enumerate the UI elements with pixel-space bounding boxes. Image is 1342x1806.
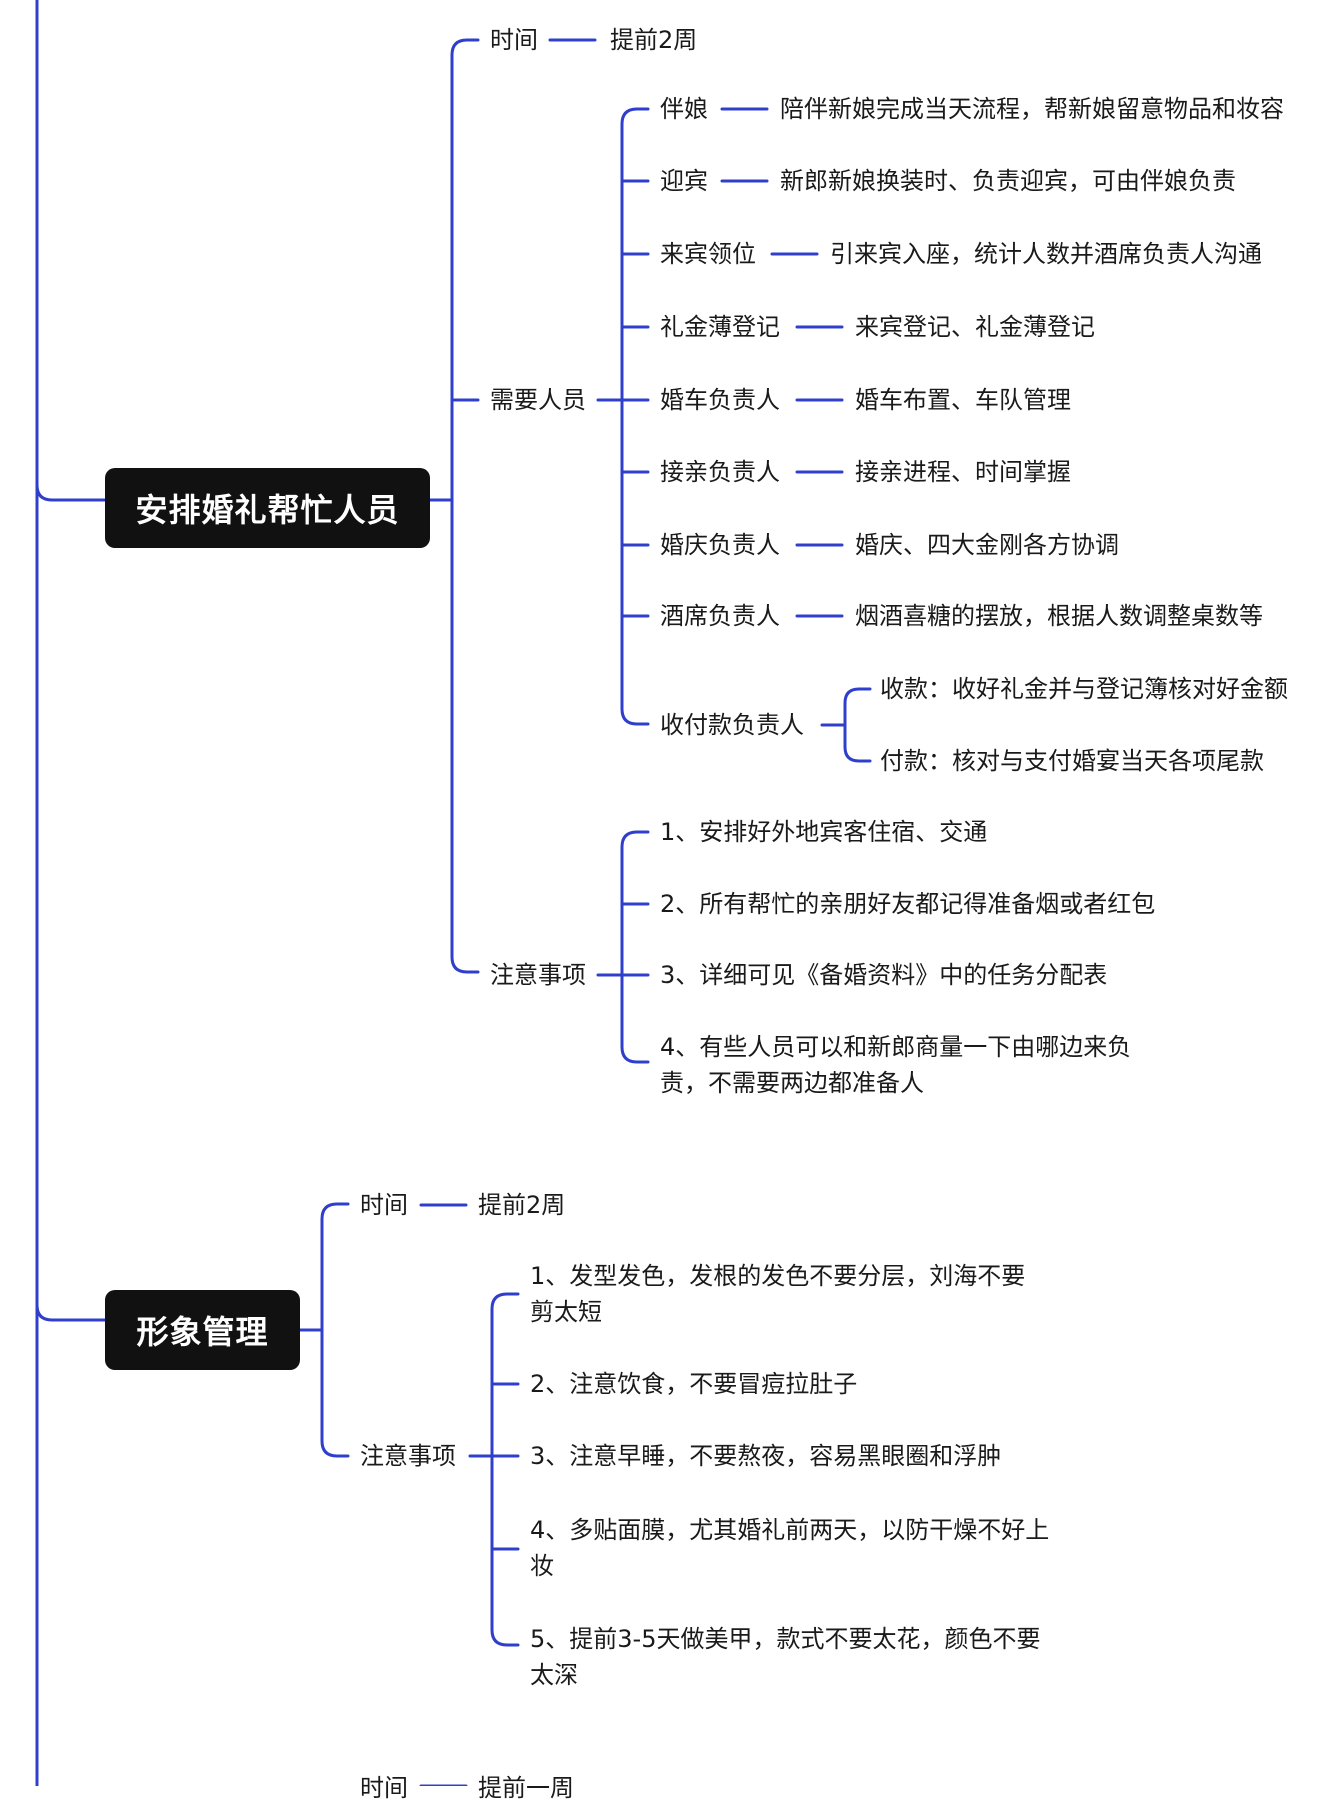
notes-label-2: 注意事项: [360, 1442, 456, 1470]
time-value-3: 提前一周: [478, 1774, 574, 1802]
section2-spine: [320, 1202, 350, 1458]
role-usher: 来宾领位: [660, 240, 756, 268]
notes-label-1: 注意事项: [490, 961, 586, 989]
trunk-branch-section1: [35, 483, 107, 502]
people-label: 需要人员: [490, 386, 586, 414]
note-2-1: 1、发型发色，发根的发色不要分层，刘海不要剪太短: [530, 1262, 1026, 1326]
role-payment: 收付款负责人: [660, 711, 804, 739]
people-dashes: [720, 107, 844, 618]
role-planner: 婚庆负责人: [660, 531, 780, 559]
section1-spine: [450, 38, 480, 57]
people-bracket: [620, 107, 650, 726]
time-label-2: 时间: [360, 1191, 408, 1219]
note-2-5: 5、提前3-5天做美甲，款式不要太花，颜色不要太深: [530, 1625, 1041, 1689]
notes2-ticks: [490, 1382, 520, 1551]
role-pickup: 接亲负责人: [660, 458, 780, 486]
note-1-1: 1、安排好外地宾客住宿、交通: [660, 818, 988, 846]
time-value-2: 提前2周: [478, 1191, 566, 1219]
role-greeter: 迎宾: [660, 167, 708, 195]
note-1-3: 3、详细可见《备婚资料》中的任务分配表: [660, 961, 1108, 989]
role-gift-register: 礼金薄登记: [660, 313, 780, 341]
duty-bridesmaid: 陪伴新娘完成当天流程，帮新娘留意物品和妆容: [780, 95, 1284, 123]
notes-bracket: [620, 830, 650, 1064]
duty-gift-register: 来宾登记、礼金薄登记: [855, 313, 1095, 341]
payment-pay: 付款：核对与支付婚宴当天各项尾款: [880, 747, 1264, 775]
duty-pickup: 接亲进程、时间掌握: [855, 458, 1071, 486]
node-image-management[interactable]: 形象管理: [105, 1290, 300, 1370]
node-wedding-helpers[interactable]: 安排婚礼帮忙人员: [105, 468, 430, 548]
people-ticks: [620, 179, 650, 618]
notes2-bracket: [490, 1292, 520, 1647]
role-bridesmaid: 伴娘: [660, 95, 708, 123]
note-2-3: 3、注意早睡，不要熬夜，容易黑眼圈和浮肿: [530, 1442, 1002, 1470]
note-2-2: 2、注意饮食，不要冒痘拉肚子: [530, 1370, 858, 1398]
role-banquet: 酒席负责人: [660, 602, 780, 630]
payment-receive: 收款：收好礼金并与登记簿核对好金额: [880, 675, 1288, 703]
trunk-branch-section2: [35, 1303, 107, 1322]
note-1-2: 2、所有帮忙的亲朋好友都记得准备烟或者红包: [660, 890, 1156, 918]
duty-car: 婚车布置、车队管理: [855, 386, 1071, 414]
notes-ticks: [620, 902, 650, 977]
duty-planner: 婚庆、四大金刚各方协调: [855, 531, 1119, 559]
time-label-1: 时间: [490, 26, 538, 54]
duty-banquet: 烟酒喜糖的摆放，根据人数调整桌数等: [855, 602, 1263, 630]
time-value-1: 提前2周: [610, 26, 698, 54]
note-2-4: 4、多贴面膜，尤其婚礼前两天，以防干燥不好上妆: [530, 1516, 1050, 1580]
role-car: 婚车负责人: [660, 386, 780, 414]
time-label-3: 时间: [360, 1774, 408, 1802]
duty-greeter: 新郎新娘换装时、负责迎宾，可由伴娘负责: [780, 167, 1236, 195]
note-1-4: 4、有些人员可以和新郎商量一下由哪边来负责，不需要两边都准备人: [660, 1033, 1132, 1097]
duty-usher: 引来宾入座，统计人数并酒席负责人沟通: [830, 240, 1262, 268]
section1-spine-vertical: [450, 53, 480, 974]
payment-bracket: [843, 687, 872, 763]
